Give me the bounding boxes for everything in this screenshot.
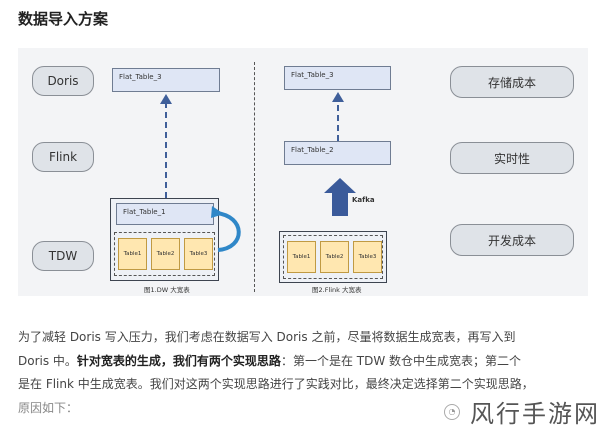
dw-curved-arrow [215, 211, 241, 252]
flink-arrow-head [332, 92, 344, 102]
flink-label: Flink [32, 142, 94, 172]
paragraph-line-2a: Doris 中。 [18, 353, 77, 368]
flink-source-group: Table1 Table2 Table3 [279, 231, 387, 283]
dw-flat-table-3: Flat_Table_3 [112, 68, 220, 92]
flink-flat-table-3: Flat_Table_3 [284, 66, 391, 90]
watermark-icon: ◔ [444, 403, 460, 420]
dev-cost-label: 开发成本 [450, 224, 574, 256]
flink-table-3: Table3 [353, 241, 382, 273]
diagram-arrows [160, 92, 356, 252]
dw-source-tables: Table1 Table2 Table3 [114, 232, 215, 276]
dw-table-3: Table3 [184, 238, 213, 270]
page-title: 数据导入方案 [18, 10, 109, 28]
dw-flat-table-1: Flat_Table_1 [116, 203, 214, 225]
watermark: ◔ 风行手游网 [444, 393, 600, 430]
dw-tdw-group: Flat_Table_1 Table1 Table2 Table3 [110, 198, 219, 281]
paragraph-bold: 针对宽表的生成，我们有两个实现思路 [76, 353, 281, 368]
dw-curved-arrow-head [211, 206, 224, 218]
paragraph-line-2: Doris 中。针对宽表的生成，我们有两个实现思路：第一个是在 TDW 数仓中生… [18, 350, 593, 374]
tdw-label: TDW [32, 241, 94, 271]
flink-flat-table-2: Flat_Table_2 [284, 141, 391, 165]
dw-arrow-head [160, 94, 172, 104]
kafka-label: Kafka [352, 196, 375, 204]
flink-table-1: Table1 [287, 241, 316, 273]
storage-cost-label: 存储成本 [450, 66, 574, 98]
dw-table-1: Table1 [118, 238, 147, 270]
architecture-diagram: Doris Flink TDW 存储成本 实时性 开发成本 Flat_Table… [18, 48, 588, 296]
doris-label: Doris [32, 66, 94, 96]
paragraph-line-3: 是在 Flink 中生成宽表。我们对这两个实现思路进行了实践对比，最终决定选择第… [18, 377, 534, 391]
flink-table-2: Table2 [320, 241, 349, 273]
description-paragraph: 为了减轻 Doris 写入压力，我们考虑在数据写入 Doris 之前，尽量将数据… [18, 326, 593, 397]
dw-caption: 图1.DW 大宽表 [144, 286, 190, 294]
paragraph-line-1: 为了减轻 Doris 写入压力，我们考虑在数据写入 Doris 之前，尽量将数据… [18, 330, 516, 344]
realtime-label: 实时性 [450, 142, 574, 174]
kafka-arrow [324, 178, 356, 216]
flink-source-tables: Table1 Table2 Table3 [283, 235, 383, 279]
watermark-text: 风行手游网 [470, 400, 600, 428]
paragraph-line-4: 原因如下： [18, 401, 79, 415]
diagram-divider [254, 62, 255, 292]
dw-table-2: Table2 [151, 238, 180, 270]
flink-caption: 图2.Flink 大宽表 [312, 286, 362, 294]
paragraph-line-2c: ：第一个是在 TDW 数仓中生成宽表；第二个 [280, 353, 522, 368]
